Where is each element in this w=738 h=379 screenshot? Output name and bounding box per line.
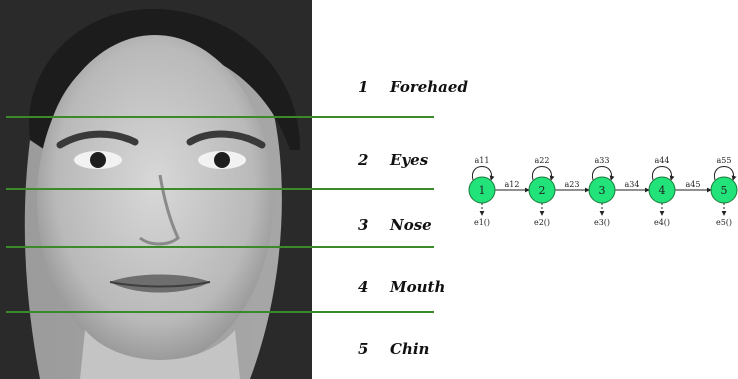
emission-label: e5() [716, 218, 732, 227]
hmm-state-diagram: a12 a23 a34 a45 a11 1 e1() a22 2 e2() a33 3 e3() a44 4… [468, 156, 738, 227]
region-label-eyes: 2 Eyes [358, 151, 428, 169]
state-label: 4 [659, 184, 666, 197]
transition-label: a23 [565, 180, 580, 189]
region-label-forehead: 1 Forehaed [358, 78, 468, 96]
region-name: Chin [390, 340, 430, 358]
emission-label: e3() [594, 218, 610, 227]
state-label: 3 [599, 184, 606, 197]
state-label: 5 [721, 184, 728, 197]
region-number: 5 [358, 340, 369, 358]
self-loop-label: a22 [535, 156, 550, 165]
state-label: 1 [479, 184, 486, 197]
region-number: 4 [358, 278, 369, 296]
transition-label: a12 [505, 180, 520, 189]
divider-line-1 [6, 116, 434, 118]
state-label: 2 [539, 184, 546, 197]
self-loop-arrow [713, 166, 737, 181]
divider-line-4 [6, 311, 434, 313]
divider-line-3 [6, 246, 434, 248]
region-number: 3 [358, 216, 369, 234]
region-label-chin: 5 Chin [358, 340, 429, 358]
self-loop-arrow [531, 166, 555, 181]
emission-label: e4() [654, 218, 670, 227]
divider-line-2 [6, 188, 434, 190]
self-loop-arrow [591, 166, 615, 181]
emission-label: e1() [474, 218, 490, 227]
region-name: Mouth [390, 278, 446, 296]
self-loop-label: a11 [475, 156, 490, 165]
transition-label: a34 [625, 180, 640, 189]
emission-label: e2() [534, 218, 550, 227]
self-loop-label: a55 [717, 156, 732, 165]
self-loop-arrow [471, 166, 495, 181]
self-loop-label: a33 [595, 156, 610, 165]
region-name: Eyes [390, 151, 429, 169]
self-loop-arrow [651, 166, 675, 181]
self-loop-label: a44 [655, 156, 670, 165]
region-number: 1 [358, 78, 369, 96]
region-label-mouth: 4 Mouth [358, 278, 445, 296]
region-name: Nose [390, 216, 432, 234]
transition-label: a45 [686, 180, 701, 189]
region-name: Forehaed [390, 78, 468, 96]
region-number: 2 [358, 151, 369, 169]
region-label-nose: 3 Nose [358, 216, 432, 234]
